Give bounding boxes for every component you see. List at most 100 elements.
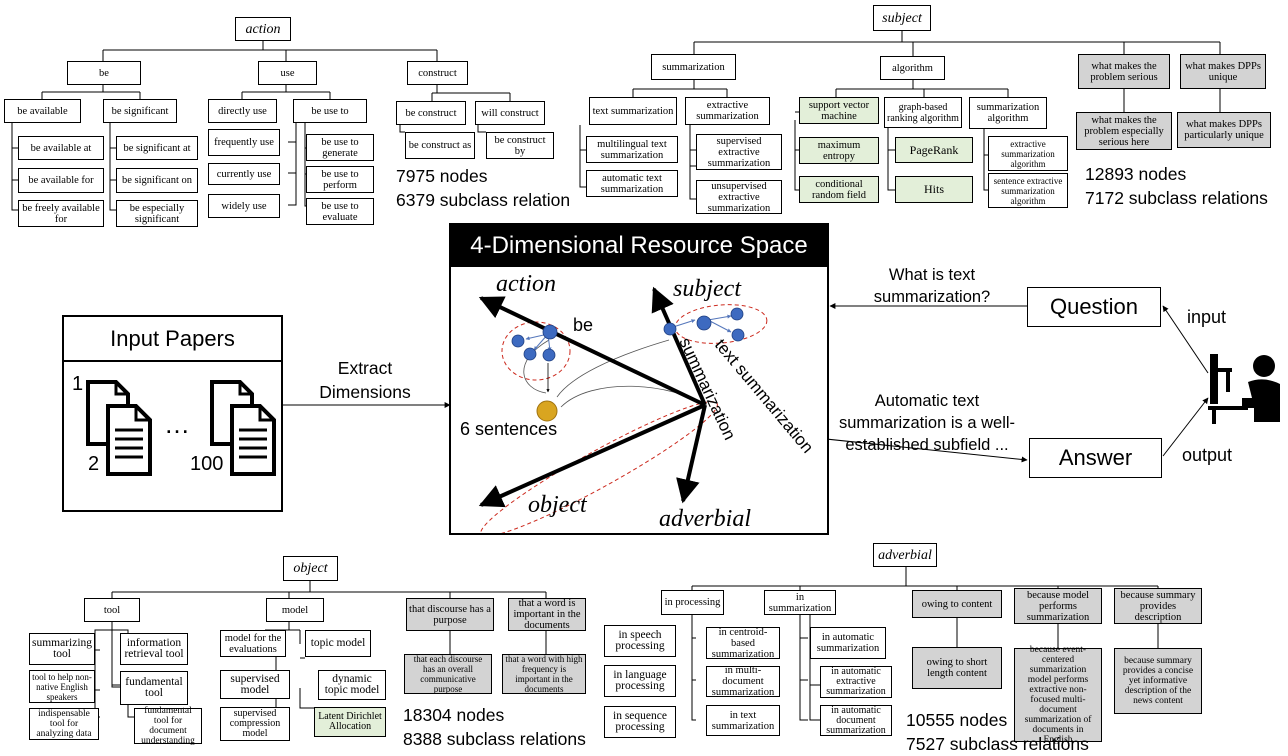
action-be-especially-significant: be especially significant xyxy=(116,200,198,227)
adverbial-owing-short: owing to short length content xyxy=(912,647,1002,689)
question-text: What is text summarization? xyxy=(873,266,991,306)
adverbial-multi-doc: in multi-document summarization xyxy=(706,665,780,698)
subject-maxent: maximum entropy xyxy=(799,137,879,164)
action-cluster-ellipse xyxy=(501,321,571,381)
adverbial-auto-sum: in automatic summarization xyxy=(810,627,886,659)
object-axis xyxy=(478,403,706,508)
action-be-freely-available-for: be freely available for xyxy=(18,200,104,227)
resource-space-title: 4-Dimensional Resource Space xyxy=(451,225,827,267)
subject-nodes-count: 12893 nodes xyxy=(1085,164,1187,184)
adverbial-auto-document: in automatic document summarization xyxy=(820,705,892,736)
subject-automatic: automatic text summarization xyxy=(586,170,678,197)
action-be-construct-by: be construct by xyxy=(486,132,554,159)
user-at-computer-icon xyxy=(1208,354,1280,424)
subject-relations-count: 7172 subclass relations xyxy=(1085,188,1268,208)
object-lda: Latent Dirichlet Allocation xyxy=(314,707,386,737)
paper-index-2: 2 xyxy=(88,453,100,475)
input-papers-panel: Input Papers 1 2 100 … xyxy=(62,315,283,512)
resource-space-panel: 4-Dimensional Resource Space xyxy=(449,223,829,535)
object-model-eval: model for the evaluations xyxy=(220,630,286,657)
action-construct: construct xyxy=(407,61,468,85)
object-help-tool: tool to help non-native English speakers xyxy=(29,670,95,703)
subject-summarization-algorithm: summarization algorithm xyxy=(969,97,1047,129)
action-be-significant-on: be significant on xyxy=(116,168,198,193)
subject-dpps-unique: what makes DPPs particularly unique xyxy=(1177,112,1271,148)
subject-sentence-extractive: sentence extractive summarization algori… xyxy=(988,173,1068,208)
adverbial-in-processing: in processing xyxy=(661,590,724,615)
object-topic-model: topic model xyxy=(305,630,371,657)
adverbial-root: adverbial xyxy=(873,543,937,567)
action-be-use-to-generate: be use to generate xyxy=(306,134,374,161)
adverbial-sequence: in sequence processing xyxy=(604,706,676,738)
object-fundamental-doc-tool: fundamental tool for document understand… xyxy=(134,706,202,746)
be-cluster-node-1 xyxy=(511,334,525,348)
sentences-label: 6 sentences xyxy=(460,419,558,439)
action-be-construct: be construct xyxy=(396,101,466,125)
subject-svm: support vector machine xyxy=(799,97,879,124)
curve-be-to-node xyxy=(523,339,550,394)
papers-illustration xyxy=(86,380,276,476)
paper-index-100: 100 xyxy=(190,453,224,475)
adverbial-event-centered: because event-centered summarization mod… xyxy=(1014,645,1102,745)
subject-graph-based: graph-based ranking algorithm xyxy=(884,97,962,128)
object-fundamental-tool: fundamental tool xyxy=(120,671,188,705)
subject-summarization: summarization xyxy=(651,54,736,80)
adverbial-relations-count: 7527 subclass relations xyxy=(906,734,1089,754)
answer-text: Automatic text summarization is a well-e… xyxy=(838,392,1016,454)
answer-box: Answer xyxy=(1029,438,1162,478)
subject-multilingual: multilingual text summarization xyxy=(586,136,678,163)
be-node xyxy=(542,324,558,340)
adverbial-nodes-count: 10555 nodes xyxy=(906,710,1008,730)
subject-algorithm: algorithm xyxy=(880,56,945,80)
input-label: input xyxy=(1187,307,1227,327)
action-will-construct: will construct xyxy=(475,101,545,125)
be-cluster-node-2 xyxy=(523,347,537,361)
subject-extractive-algorithm: extractive summarization algorithm xyxy=(988,136,1068,171)
adverbial-speech: in speech processing xyxy=(604,625,676,657)
question-box: Question xyxy=(1027,287,1161,327)
adverbial-axis-label: adverbial xyxy=(659,506,751,532)
action-be-available-for: be available for xyxy=(18,168,104,193)
action-nodes-count: 7975 nodes xyxy=(396,166,488,186)
adverbial-centroid: in centroid-based summarization xyxy=(706,627,780,660)
adverbial-concise: because summary provides a concise yet i… xyxy=(1114,648,1202,714)
adverbial-auto-extractive: in automatic extractive summarization xyxy=(820,666,892,698)
object-model: model xyxy=(266,598,324,622)
be-cluster-node-3 xyxy=(542,348,556,362)
object-axis-label: object xyxy=(528,492,587,518)
subject-dpps: what makes DPPs unique xyxy=(1180,54,1266,89)
resource-space-diagram: summarization text summarization xyxy=(478,286,817,533)
object-nodes-count: 18304 nodes xyxy=(403,705,505,725)
action-currently-use: currently use xyxy=(208,163,280,185)
action-be-available: be available xyxy=(4,99,81,123)
subject-text-summarization: text summarization xyxy=(589,97,677,125)
action-be-significant-at: be significant at xyxy=(116,136,198,160)
action-root: action xyxy=(235,17,291,41)
object-discourse-detail: that each discourse has an overall commu… xyxy=(404,654,492,694)
action-directly-use: directly use xyxy=(208,99,277,123)
object-word: that a word is important in the document… xyxy=(508,598,586,631)
action-axis xyxy=(478,296,706,407)
object-supervised-model: supervised model xyxy=(220,670,290,699)
action-be-use-to-evaluate: be use to evaluate xyxy=(306,198,374,225)
adverbial-because-summary: because summary provides description xyxy=(1114,588,1202,624)
object-word-detail: that a word with high frequency is impor… xyxy=(502,654,586,694)
action-be-available-at: be available at xyxy=(18,136,104,160)
adverbial-because-model: because model performs summarization xyxy=(1014,588,1102,624)
output-label: output xyxy=(1182,445,1233,465)
object-indispensable-tool: indispensable tool for analyzing data xyxy=(29,708,99,740)
object-supervised-compression: supervised compression model xyxy=(220,707,290,741)
adverbial-text-sum: in text summarization xyxy=(706,705,780,736)
action-be-use-to: be use to xyxy=(293,99,367,123)
document-icon-100 xyxy=(210,380,276,476)
extract-dimensions-label: Extract Dimensions xyxy=(319,358,411,402)
action-be-significant: be significant xyxy=(103,99,177,123)
curve-subject-to-node xyxy=(556,339,670,398)
action-frequently-use: frequently use xyxy=(208,129,280,156)
subject-pagerank: PageRank xyxy=(895,137,973,163)
object-cluster-ellipse xyxy=(480,401,718,533)
action-be-construct-as: be construct as xyxy=(405,132,475,159)
object-dynamic-topic: dynamic topic model xyxy=(318,670,386,700)
papers-ellipsis: … xyxy=(164,409,190,439)
subject-axis-label: subject xyxy=(673,276,741,302)
